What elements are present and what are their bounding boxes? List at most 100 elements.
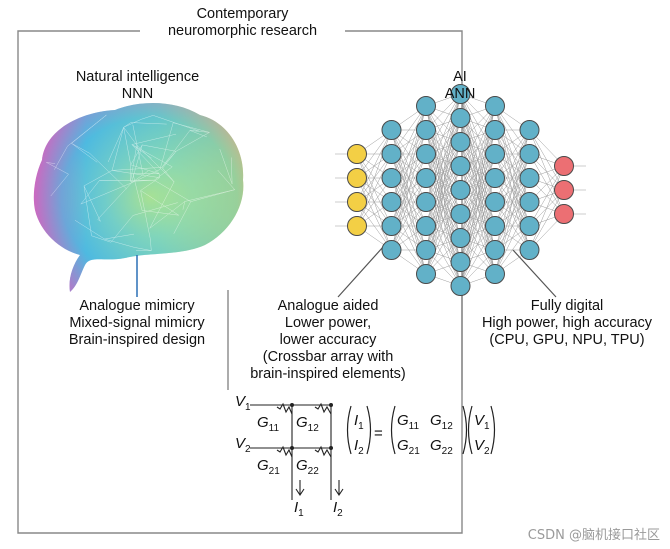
ann-hidden-node [381, 168, 402, 188]
crossbar-g11-label: G11 [257, 414, 279, 434]
ai-subtitle: ANN [444, 86, 476, 102]
brain-mesh-edge [130, 164, 160, 174]
frame-title: Contemporary neuromorphic research [140, 6, 345, 40]
brain-mesh-edge [190, 189, 235, 202]
brain-mesh-edge [83, 185, 101, 222]
ann-hidden-node [450, 228, 471, 248]
ann-output-node [554, 204, 574, 224]
ann-hidden-node [450, 132, 471, 152]
ann-input-node [347, 168, 367, 188]
ann-edge [391, 105, 427, 179]
ann-edge [425, 93, 461, 155]
brain-mesh-edge [154, 180, 191, 202]
ann-edge [425, 213, 461, 275]
ann-hidden-node [416, 192, 436, 212]
ann-edge [529, 165, 565, 251]
equation-g21: G21 [397, 437, 420, 457]
ann-hidden-node [450, 252, 471, 272]
crossbar-g22-label: G22 [296, 457, 319, 477]
caption-line: High power, high accuracy [481, 315, 653, 331]
brain-mesh-edge [134, 247, 152, 251]
ann-hidden-node [416, 96, 436, 116]
ann-hidden-node [485, 240, 505, 260]
brain-mesh-edge [132, 173, 143, 211]
equation-rhs-v2: V2 [474, 437, 490, 457]
brain-mesh-edge [173, 201, 191, 234]
ann-hidden-node [485, 144, 505, 164]
brain-mesh-edge [110, 215, 134, 243]
caption-line: Analogue mimicry [79, 298, 195, 314]
caption-line: Brain-inspired design [68, 332, 206, 348]
crossbar-v1-label: V1 [235, 393, 251, 413]
brain-mesh-edge [141, 115, 154, 120]
brain-mesh-edge [123, 127, 131, 165]
ann-hidden-node [485, 168, 505, 188]
brain-mesh-edge [54, 146, 68, 170]
brain-mesh-edge [154, 166, 173, 181]
caption-line: Lower power, [284, 315, 372, 331]
brain-mesh-edge [131, 144, 143, 183]
brain-mesh-edge [83, 185, 92, 236]
ann-hidden-node [519, 168, 540, 188]
ann-hidden-node [485, 216, 505, 236]
brain-mesh-edge [150, 238, 152, 251]
ann-hidden-node [485, 120, 505, 140]
ann-hidden-node [381, 216, 402, 236]
ann-hidden-node [416, 264, 436, 284]
natural-title: Natural intelligence [75, 69, 200, 85]
ann-hidden-node [416, 240, 436, 260]
equation-lhs-i1: I1 [354, 412, 364, 432]
brain-mesh-edge [123, 119, 142, 128]
analogue-caption: Analogue aided Lower power, lower accura… [228, 298, 428, 383]
brain-mesh-edge [130, 122, 167, 125]
brain-mesh-edge [132, 124, 144, 175]
caption-line: brain-inspired elements) [250, 366, 406, 382]
brain-mesh-edge [173, 122, 210, 133]
brain-mesh-edge [161, 130, 191, 168]
brain-mesh-edge [97, 182, 132, 220]
ann-edge [425, 189, 461, 275]
caption-line: Fully digital [530, 298, 604, 314]
inner-frame [227, 290, 463, 390]
ann-hidden-node [485, 192, 505, 212]
ann-hidden-node [381, 192, 402, 212]
ann-hidden-node [519, 144, 540, 164]
ann-hidden-node [519, 120, 540, 140]
brain-mesh-edge [130, 144, 143, 165]
ann-hidden-node [450, 108, 471, 128]
outer-frame [17, 30, 463, 534]
ann-hidden-node [519, 216, 540, 236]
brain-mesh-edge [131, 144, 160, 174]
brain-mesh-edge [71, 114, 107, 144]
ann-edge [460, 225, 496, 287]
caption-line: Analogue aided [277, 298, 379, 314]
crossbar-i2-label: I2 [333, 499, 343, 519]
ann-output-node [554, 156, 574, 176]
ann-edge [391, 177, 427, 251]
ai-heading: AI ANN [410, 69, 510, 103]
ann-hidden-node [381, 144, 402, 164]
ann-edge [460, 105, 496, 167]
ann-hidden-node [450, 84, 471, 104]
brain-mesh-edge [131, 133, 177, 145]
brain-mesh-edge [182, 201, 186, 210]
crossbar-g12-label: G12 [296, 414, 319, 434]
crossbar-i1-label: I1 [294, 499, 304, 519]
ann-edge [529, 189, 565, 251]
analogue-pointer-line [337, 246, 384, 298]
brain-mesh-edge [80, 182, 132, 205]
digital-pointer-line [512, 249, 557, 298]
ann-hidden-node [450, 204, 471, 224]
ann-hidden-node [416, 216, 436, 236]
brain-mesh-edge [184, 189, 235, 202]
brain-mesh-edge [132, 202, 178, 216]
brain-mesh-edge [131, 144, 152, 159]
equation-g11: G11 [397, 412, 419, 432]
natural-subtitle: NNN [121, 86, 154, 102]
ann-hidden-node [450, 156, 471, 176]
brain-mesh-edge [189, 130, 200, 132]
caption-line: lower accuracy [279, 332, 377, 348]
crossbar-g21-label: G21 [257, 457, 280, 477]
brain-mesh-edge [130, 145, 138, 182]
caption-line: Mixed-signal mimicry [69, 315, 205, 331]
